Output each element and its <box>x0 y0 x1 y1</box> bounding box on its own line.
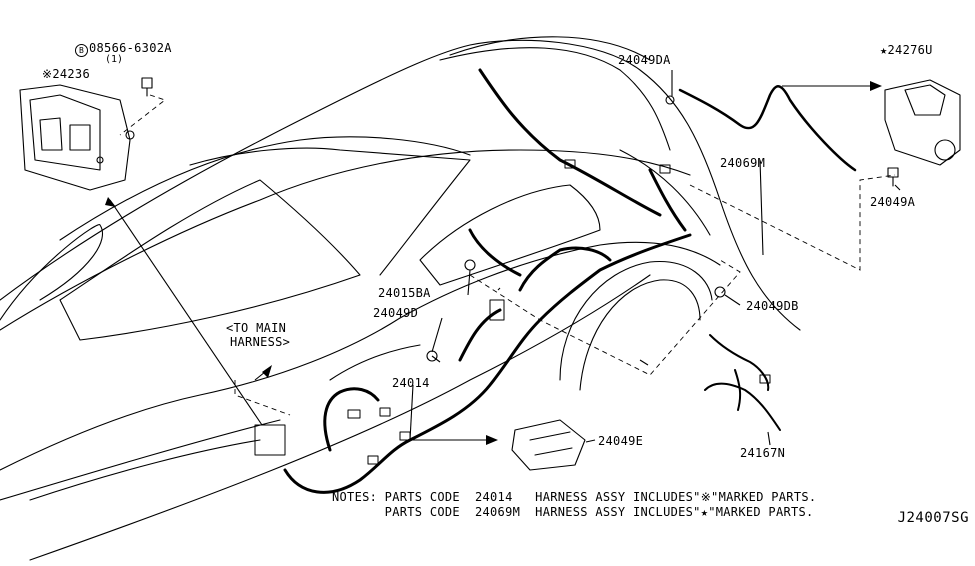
label-24167N: 24167N <box>740 446 786 460</box>
part-24236 <box>19 84 135 191</box>
drawing-code: J24007SG <box>897 510 969 526</box>
label-24014: 24014 <box>392 376 430 390</box>
harness-24167N <box>704 334 781 431</box>
label-24049E: 24049E <box>598 434 644 448</box>
label-24236: ※24236 <box>42 67 90 81</box>
label-24049DA: 24049DA <box>618 53 671 67</box>
label-24049DB: 24049DB <box>746 299 799 313</box>
label-24049A: 24049A <box>870 195 916 209</box>
clip-24049DB <box>714 286 726 298</box>
part-24049E <box>511 419 586 471</box>
connectors <box>254 159 771 465</box>
harness-24069M <box>678 85 857 172</box>
label-24069M: 24069M <box>720 156 766 170</box>
asterisk-mark-icon: ※ <box>42 67 53 81</box>
notes-line-2: PARTS CODE 24069M HARNESS ASSY INCLUDES"… <box>332 505 814 519</box>
bolt-08566 <box>141 77 153 97</box>
clip-24015BA <box>464 259 476 271</box>
harness-24014 <box>283 68 692 494</box>
label-bolt-qty: (1) <box>105 54 124 65</box>
star-mark-icon: ★ <box>880 43 888 57</box>
notes-line-1: NOTES: PARTS CODE 24014 HARNESS ASSY INC… <box>332 490 817 504</box>
bolt-code: 08566-6302A <box>89 41 172 55</box>
label-24015BA: 24015BA <box>378 286 431 300</box>
bolt-circle-icon: B <box>75 44 88 57</box>
to-main-harness-line2: HARNESS> <box>230 335 291 349</box>
bolt-24049A <box>887 167 899 187</box>
part-24276U <box>884 79 961 166</box>
clip-24049DA <box>665 95 675 105</box>
label-24049D: 24049D <box>373 306 419 320</box>
car-body-outline <box>0 36 801 561</box>
label-24276U: ★24276U <box>880 43 933 57</box>
to-main-harness-line1: <TO MAIN <box>226 321 287 335</box>
